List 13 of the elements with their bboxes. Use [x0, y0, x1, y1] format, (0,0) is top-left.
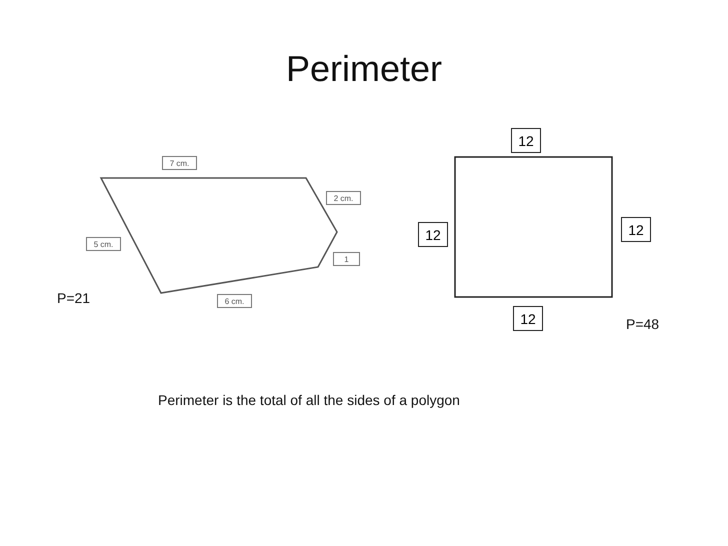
perimeter-label: P=21: [57, 290, 90, 306]
side-length-label: 12: [513, 306, 543, 331]
side-length-label: 5 cm.: [86, 237, 121, 251]
side-length-label: 7 cm.: [162, 156, 197, 170]
side-length-label: 6 cm.: [217, 294, 252, 308]
side-length-label: 2 cm.: [326, 191, 361, 205]
side-length-label: 12: [511, 128, 541, 153]
side-length-label: 1: [333, 252, 360, 266]
side-length-label: 12: [621, 217, 651, 242]
side-length-label: 12: [418, 222, 448, 247]
caption: Perimeter is the total of all the sides of a polygon: [158, 392, 460, 408]
perimeter-label: P=48: [626, 316, 660, 332]
title: Perimeter: [284, 48, 444, 90]
